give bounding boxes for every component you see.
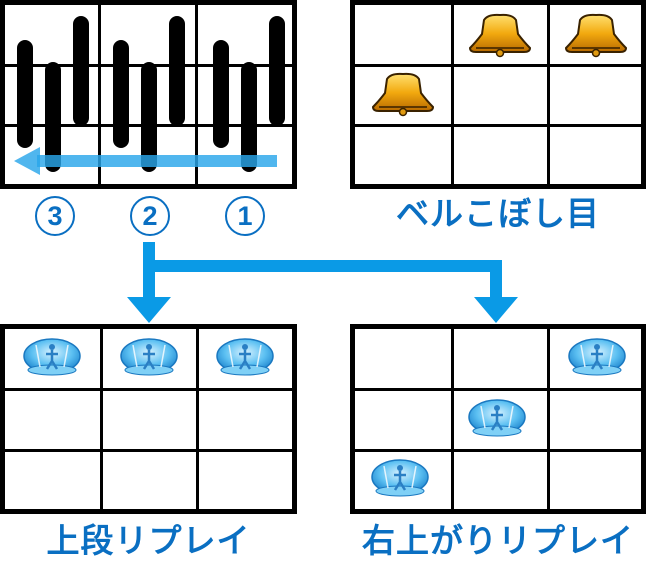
grid-divider [355, 64, 641, 67]
bell-icon [468, 13, 532, 58]
diagonal-up-replay-caption: 右上がりリプレイ [362, 521, 634, 560]
arrow-down-icon [127, 297, 171, 323]
grid-divider [100, 329, 103, 509]
stop-order-3-label: ③3 [35, 196, 75, 236]
replay-icon [216, 338, 274, 376]
replay-icon [568, 338, 626, 376]
reel-strip-bar [113, 40, 129, 148]
connector-vertical-right [490, 260, 502, 300]
grid-divider [451, 329, 454, 509]
grid-divider [355, 388, 641, 391]
replay-icon [468, 399, 526, 437]
grid-divider [547, 329, 550, 509]
grid-divider [451, 5, 454, 184]
grid-divider [547, 5, 550, 184]
top-line-replay-caption: 上段リプレイ [46, 521, 251, 560]
grid-divider [5, 388, 292, 391]
bell-icon [564, 13, 628, 58]
grid-divider [98, 5, 101, 184]
reel-strip-bar [17, 40, 33, 148]
stop-order-1-label: ①1 [225, 196, 265, 236]
reel-strip-bar [45, 62, 61, 172]
replay-icon [371, 459, 429, 497]
grid-divider [355, 449, 641, 452]
grid-divider [355, 124, 641, 127]
reel-strip-bar [269, 16, 285, 126]
grid-divider [195, 5, 198, 184]
bell-icon [371, 72, 435, 117]
reel-strip-bar [141, 62, 157, 172]
reel-strip-bar [169, 16, 185, 126]
reel-strip-bar [241, 62, 257, 172]
reel-strip-bar [73, 16, 89, 126]
replay-icon [23, 338, 81, 376]
bell-spill-caption: ベルこぼし目 [396, 194, 600, 233]
reel-strip-bar [213, 40, 229, 148]
arrow-down-icon [474, 297, 518, 323]
stop-order-2-label: ②2 [130, 196, 170, 236]
replay-icon [120, 338, 178, 376]
connector-horizontal [143, 260, 502, 272]
stop-order-arrow-icon [14, 147, 277, 175]
grid-divider [5, 449, 292, 452]
grid-divider [196, 329, 199, 509]
